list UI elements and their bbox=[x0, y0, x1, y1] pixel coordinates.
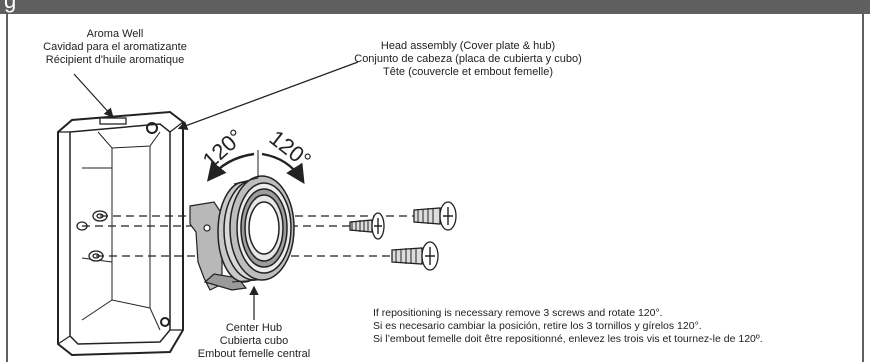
center-hub-fr: Embout femelle central bbox=[197, 348, 311, 360]
head-assembly-es: Conjunto de cabeza (placa de cubierta y … bbox=[354, 53, 582, 65]
header-title-fragment: g bbox=[4, 0, 17, 13]
reposition-note-es: Si es necesario cambiar la posición, ret… bbox=[373, 320, 702, 332]
rotation-arrows bbox=[207, 150, 305, 185]
leader-lines bbox=[73, 61, 359, 320]
screw-3 bbox=[391, 241, 439, 271]
screw-2 bbox=[413, 201, 457, 231]
cover-plate bbox=[57, 110, 184, 357]
header-bar: g bbox=[0, 0, 870, 14]
center-hub-label: Center Hub Cubierta cubo Embout femelle … bbox=[188, 322, 320, 361]
aroma-well-fr: Récipient d'huile aromatique bbox=[45, 54, 185, 66]
diagram-frame bbox=[6, 14, 864, 362]
screw-1 bbox=[349, 212, 385, 240]
center-hub-en: Center Hub bbox=[225, 322, 283, 334]
center-hub-es: Cubierta cubo bbox=[219, 335, 289, 347]
aroma-well-en: Aroma Well bbox=[86, 28, 144, 40]
reposition-note-fr: Si l’embout femelle doit être reposition… bbox=[373, 333, 763, 345]
reposition-note: If repositioning is necessary remove 3 s… bbox=[373, 307, 763, 346]
head-assembly-label: Head assembly (Cover plate & hub) Conjun… bbox=[318, 40, 618, 79]
aroma-well-es: Cavidad para el aromatizante bbox=[43, 41, 187, 53]
head-assembly-en: Head assembly (Cover plate & hub) bbox=[380, 40, 556, 52]
center-hub bbox=[217, 175, 295, 283]
head-assembly-fr: Tête (couvercle et embout femelle) bbox=[383, 66, 553, 78]
aroma-well-label: Aroma Well Cavidad para el aromatizante … bbox=[10, 28, 220, 67]
reposition-note-en: If repositioning is necessary remove 3 s… bbox=[373, 307, 663, 319]
